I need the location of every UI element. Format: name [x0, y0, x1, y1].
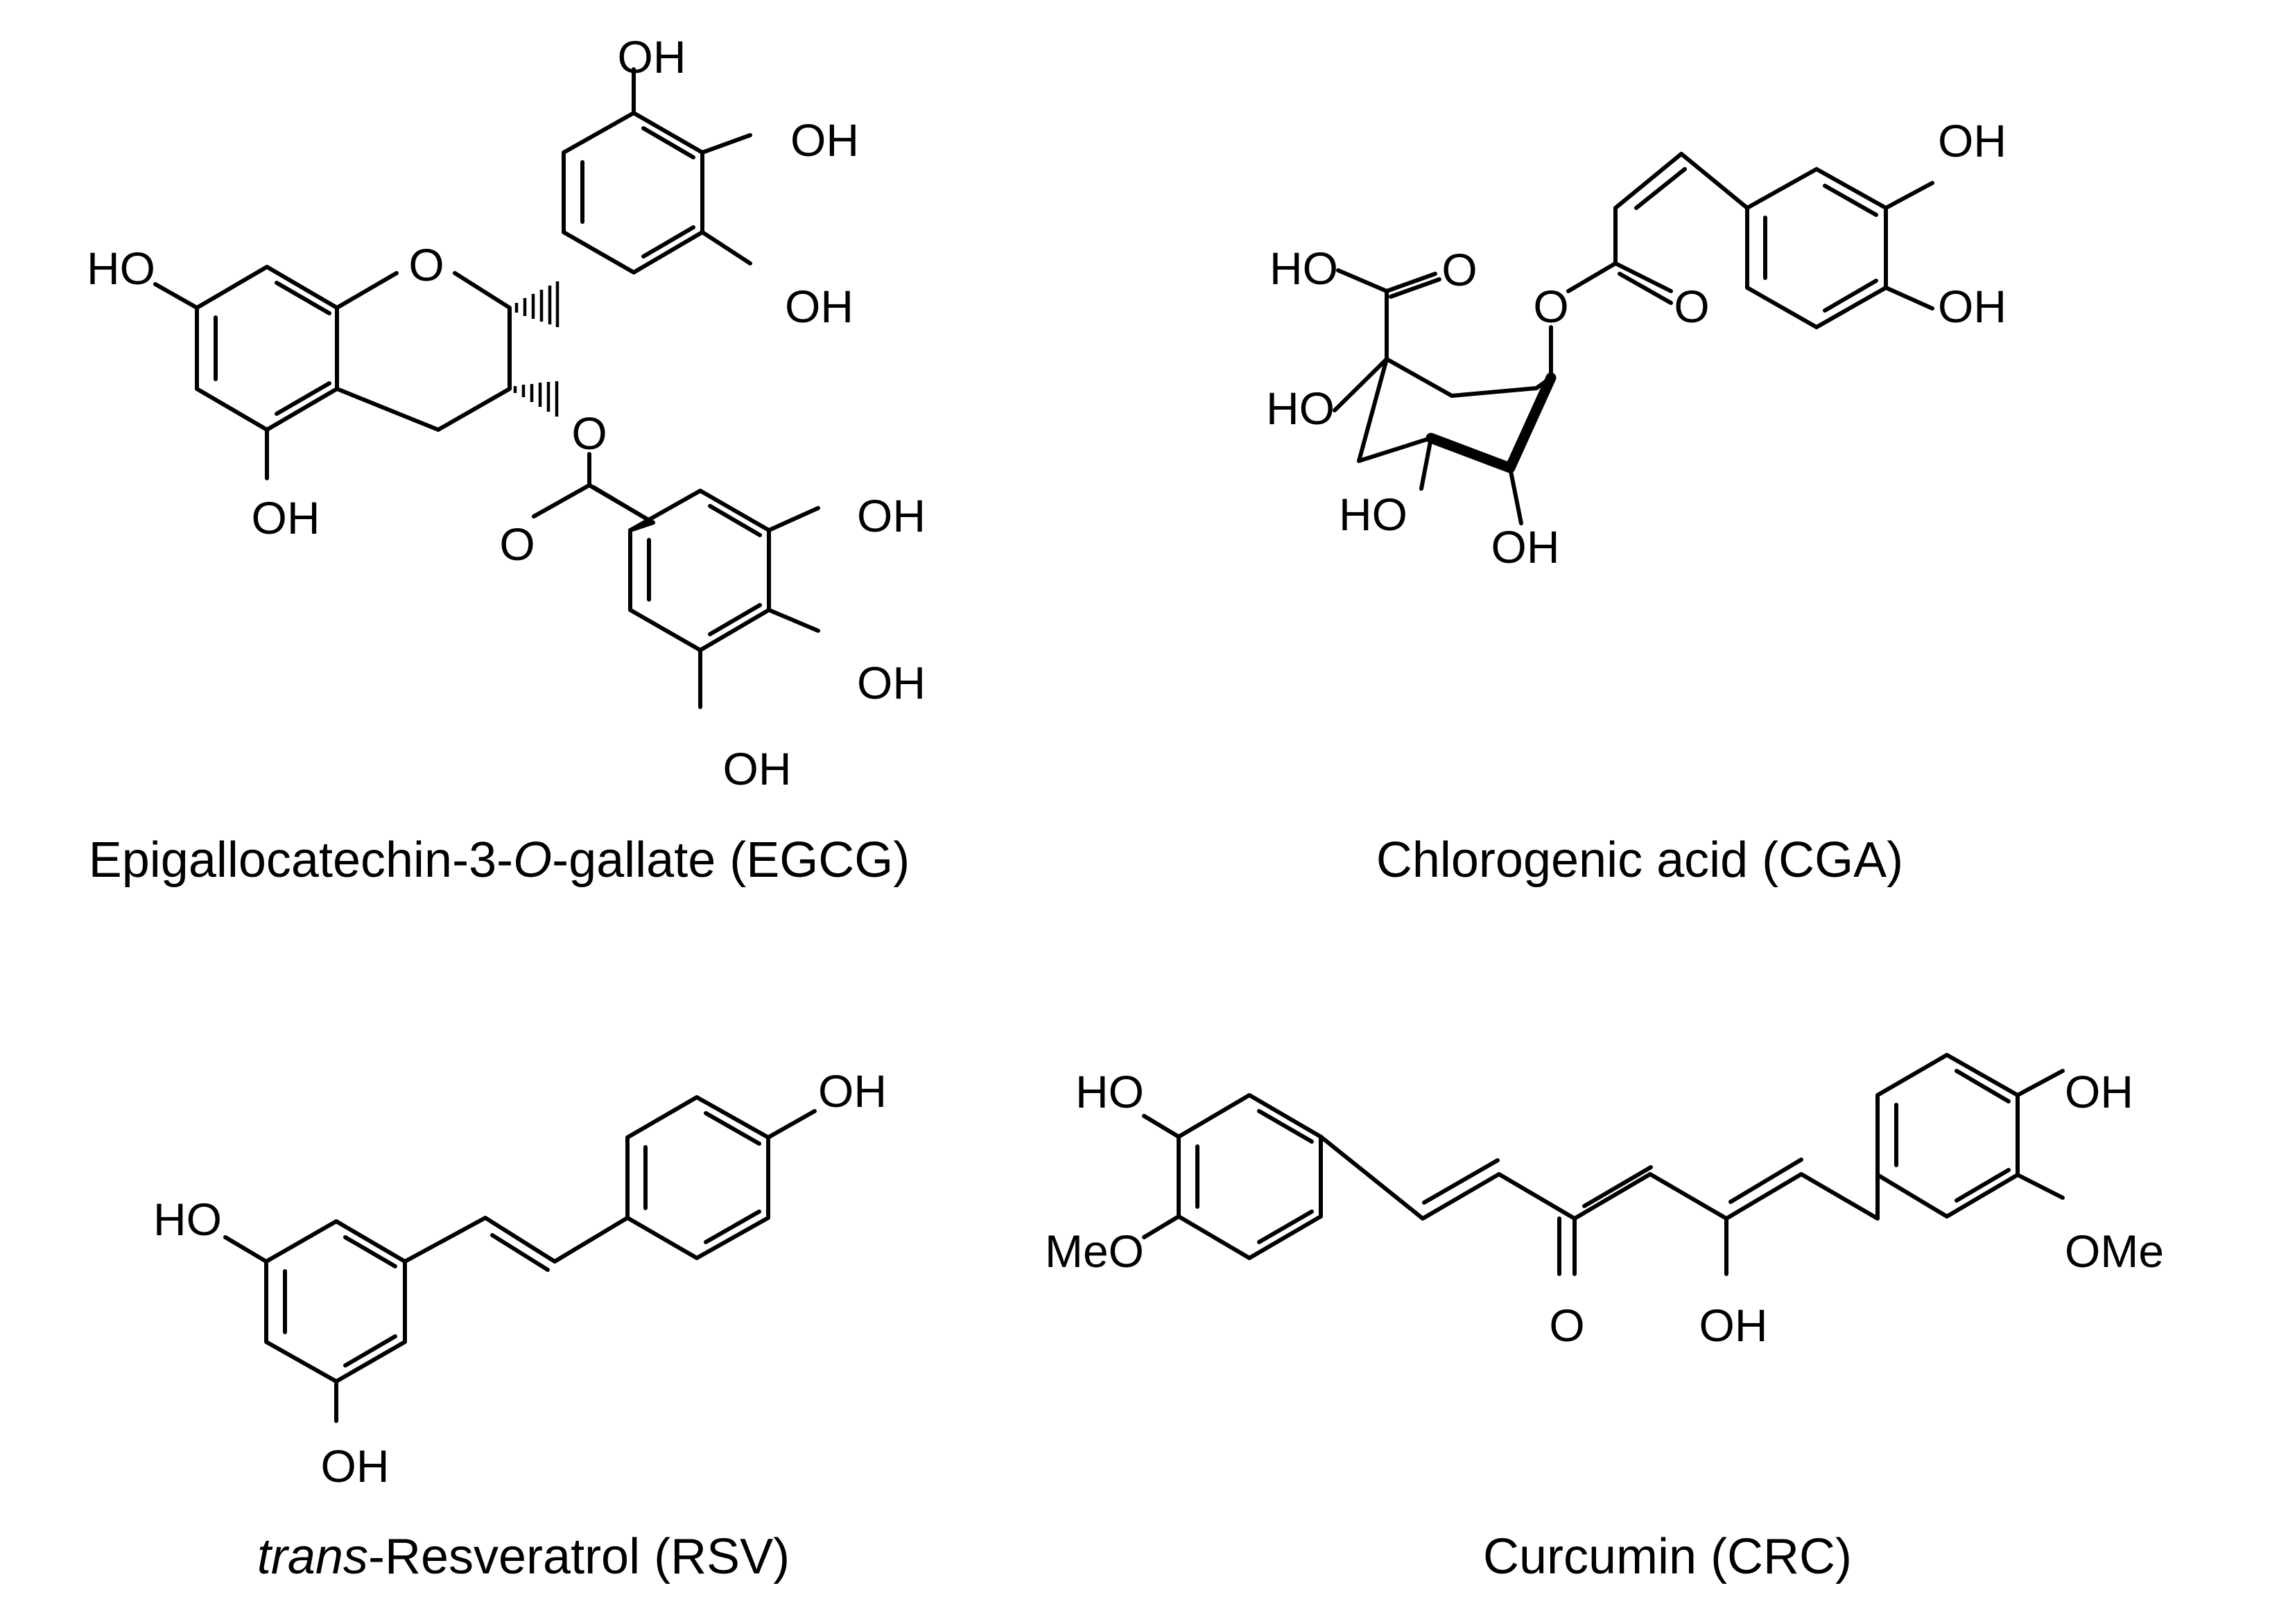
- atom-label: HO: [1339, 489, 1407, 540]
- atom-label: OH: [785, 281, 853, 332]
- atom-label: O: [499, 518, 535, 570]
- atom-label: O: [1674, 281, 1709, 332]
- atom-label: OH: [252, 492, 320, 543]
- rsv-caption: trans-Resveratrol (RSV): [257, 1529, 790, 1584]
- atom-label: O: [408, 239, 444, 290]
- egcg-structure: O HO OH OH OH OH O O OH OH OH: [87, 31, 926, 794]
- atom-label: HO: [1269, 243, 1338, 294]
- atom-label: OH: [321, 1440, 390, 1492]
- atom-label: OMe: [2065, 1225, 2164, 1277]
- atom-label: HO: [1075, 1066, 1144, 1117]
- stereo-hash-c2: [514, 281, 560, 327]
- atom-label: O: [1549, 1300, 1584, 1351]
- crc-caption: Curcumin (CRC): [1483, 1529, 1852, 1584]
- atom-label: HO: [1266, 383, 1335, 434]
- atom-label: OH: [790, 114, 859, 166]
- atom-label: OH: [857, 657, 926, 708]
- atom-label: HO: [87, 243, 155, 294]
- atom-label: OH: [1938, 281, 2007, 332]
- atom-label: OH: [618, 31, 686, 82]
- cga-structure: HO O HO HO OH O O OH OH: [1266, 115, 2007, 573]
- egcg-caption: Epigallocatechin-3-O-gallate (EGCG): [89, 832, 910, 888]
- atom-label: OH: [1699, 1300, 1768, 1351]
- atom-label: O: [1441, 244, 1477, 295]
- atom-label: OH: [1491, 521, 1560, 573]
- atom-label: O: [1533, 281, 1568, 332]
- rsv-structure: HO OH OH: [153, 1065, 887, 1492]
- atom-label: MeO: [1045, 1225, 1144, 1277]
- atom-label: HO: [153, 1194, 222, 1245]
- cga-caption: Chlorogenic acid (CGA): [1376, 832, 1903, 888]
- atom-label: OH: [723, 743, 792, 794]
- atom-label: OH: [857, 490, 926, 541]
- atom-label: OH: [2065, 1066, 2133, 1117]
- atom-label: O: [571, 408, 607, 459]
- atom-label: OH: [818, 1065, 887, 1117]
- atom-label: OH: [1938, 115, 2007, 166]
- crc-structure: HO MeO O OH OH OMe: [1045, 1053, 2164, 1351]
- stereo-hash-c3: [513, 381, 559, 417]
